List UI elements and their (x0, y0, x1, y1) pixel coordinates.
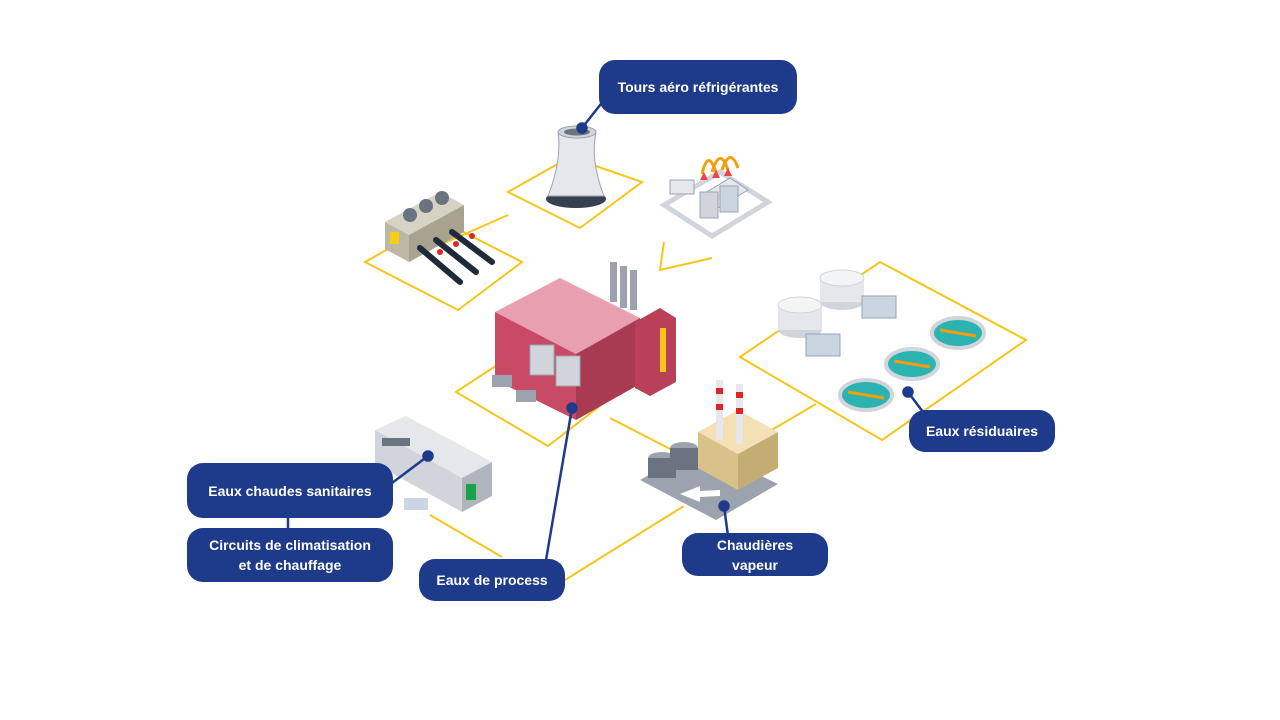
boiler-plant-icon (640, 380, 778, 520)
label-eaux-residuaires-text: Eaux résiduaires (925, 423, 1039, 439)
leader-dot-boilers (718, 500, 730, 512)
wastewater-treatment-icon (777, 269, 986, 412)
electrical-substation-icon (659, 156, 773, 239)
label-eaux-chaudes-sanitaires[interactable]: Eaux chaudes sanitaires (187, 463, 393, 518)
label-chaudieres-vapeur[interactable]: Chaudières vapeur (682, 533, 828, 576)
label-eaux-de-process-text: Eaux de process (436, 572, 548, 588)
line-process-boiler (564, 505, 685, 581)
line-building-process (429, 514, 503, 558)
label-circuits-line1: Circuits de climatisation (209, 537, 371, 553)
cooling-tower-icon (546, 125, 606, 208)
office-building-icon (375, 416, 492, 512)
label-chaudieres-line2: vapeur (732, 556, 778, 573)
leader-dot-cooling-tower (576, 122, 588, 134)
line-factory-substation (658, 241, 713, 272)
label-eaux-residuaires[interactable]: Eaux résiduaires (909, 410, 1055, 452)
label-circuits-climatisation[interactable]: Circuits de climatisation et de chauffag… (187, 528, 393, 582)
label-eaux-de-process[interactable]: Eaux de process (419, 559, 565, 601)
platform-cooling-tower (505, 155, 645, 230)
label-circuits-line2: et de chauffage (238, 557, 342, 573)
factory-icon (492, 262, 676, 420)
label-chaudieres-line1: Chaudières (716, 536, 794, 553)
line-factory-boiler (609, 417, 673, 451)
leader-lines (286, 99, 927, 561)
leader-process (544, 407, 574, 561)
label-tours-aero-refrigerantes-text: Tours aéro réfrigérantes (617, 79, 779, 95)
label-eaux-chaudes-sanitaires-text: Eaux chaudes sanitaires (208, 482, 372, 499)
leader-hot-water (391, 455, 429, 484)
line-chiller-tower (439, 214, 509, 246)
label-tours-aero-refrigerantes[interactable]: Tours aéro réfrigérantes (599, 60, 797, 114)
leader-dot-process (566, 402, 578, 414)
leader-dot-hot-water (422, 450, 434, 462)
leader-dot-wastewater (902, 386, 914, 398)
industrial-chiller-icon (385, 191, 495, 285)
